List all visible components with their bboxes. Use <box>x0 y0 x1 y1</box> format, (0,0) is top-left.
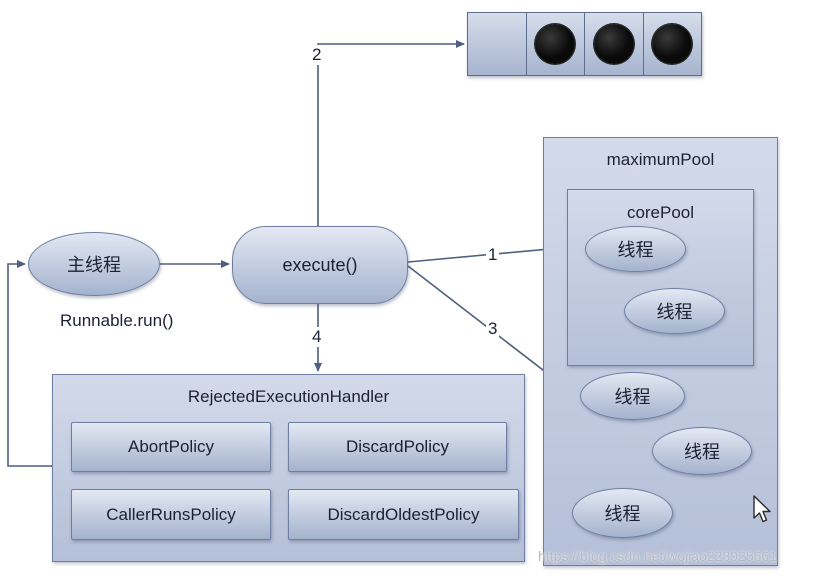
task-queue <box>467 12 702 76</box>
step-3-label: 3 <box>486 319 500 339</box>
maximum-pool-thread: 线程 <box>572 488 673 538</box>
arrow-rejected-back-to-main-thread <box>7 260 52 467</box>
rejected-handler-label: RejectedExecutionHandler <box>187 387 390 406</box>
queue-slot-empty <box>468 13 526 75</box>
policy-label: DiscardPolicy <box>346 437 449 456</box>
execute-node: execute() <box>232 226 408 304</box>
step-1-label: 1 <box>486 245 500 265</box>
runnable-run-label: Runnable.run() <box>60 311 174 330</box>
queue-slot <box>584 13 643 75</box>
core-pool-thread: 线程 <box>585 226 686 272</box>
queue-slot <box>642 13 702 75</box>
maximum-pool-thread: 线程 <box>652 427 752 475</box>
thread-label: 线程 <box>614 387 651 407</box>
policy-label: CallerRunsPolicy <box>106 504 236 524</box>
main-thread-label: 主线程 <box>67 255 121 275</box>
step-4-label: 4 <box>310 327 324 347</box>
watermark: https://blog.csdn.net/wojiao228925661 <box>538 548 777 564</box>
main-thread-node: 主线程 <box>28 232 160 296</box>
mouse-pointer-icon <box>753 495 771 523</box>
queued-task-icon <box>652 24 693 64</box>
core-pool-label: corePool <box>626 203 695 222</box>
abort-policy: AbortPolicy <box>71 422 271 472</box>
thread-label: 线程 <box>604 504 641 524</box>
policy-label: AbortPolicy <box>128 437 214 456</box>
policy-label: DiscardOldestPolicy <box>327 504 480 524</box>
step-2-label: 2 <box>310 45 324 65</box>
discard-policy: DiscardPolicy <box>288 422 507 472</box>
queued-task-icon <box>535 24 576 64</box>
thread-label: 线程 <box>656 302 693 322</box>
thread-label: 线程 <box>617 240 654 260</box>
core-pool-thread: 线程 <box>624 288 725 334</box>
arrow-execute-to-queue <box>317 40 465 226</box>
queue-slot <box>525 13 585 75</box>
execute-label: execute() <box>282 254 358 275</box>
maximum-pool-thread: 线程 <box>580 372 685 420</box>
maximum-pool-label: maximumPool <box>606 150 715 169</box>
discard-oldest-policy: DiscardOldestPolicy <box>288 489 519 540</box>
caller-runs-policy: CallerRunsPolicy <box>71 489 271 540</box>
thread-label: 线程 <box>684 442 720 462</box>
core-pool: corePool <box>567 189 754 366</box>
queued-task-icon <box>593 24 634 64</box>
